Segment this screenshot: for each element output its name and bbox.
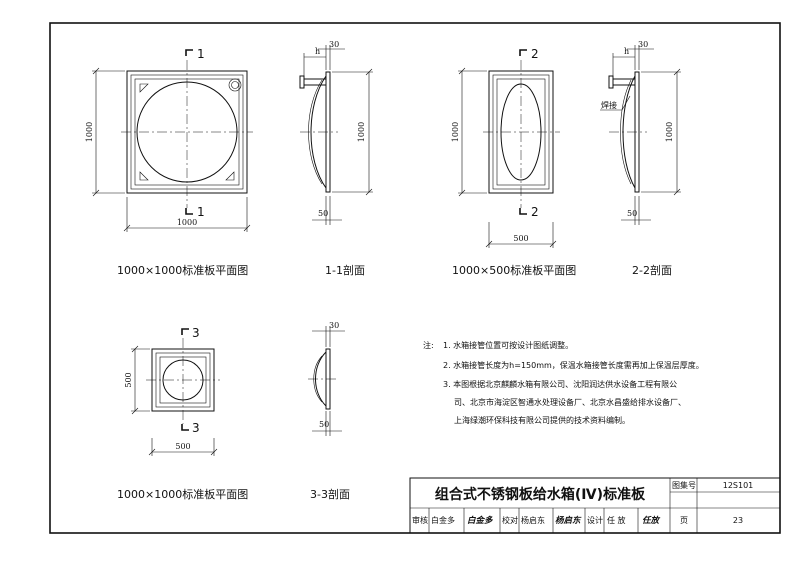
section-mark-3-bottom: 3	[192, 421, 200, 435]
sec1-1000-label: 1000	[357, 122, 366, 142]
plan1-height-label: 1000	[85, 122, 94, 142]
title-block: 组合式不锈钢板给水箱(Ⅳ)标准板 图集号 12S101 审核 白金多 白金多 校…	[409, 477, 781, 534]
plan-1000x1000: 1 1 1000 1000 1000×1000标准板平面图	[85, 47, 253, 277]
note-line-4: 司、北京市海淀区智通水处理设备厂、北京水昌盛给排水设备厂、	[454, 397, 686, 407]
plan2-height-label: 1000	[451, 122, 460, 142]
note-line-2: 2. 水箱接管长度为h=150mm，保温水箱接管长度需再加上保温层厚度。	[443, 360, 704, 370]
check-label: 校对	[502, 515, 518, 525]
sec1-30-label: 30	[329, 40, 339, 49]
plan3-caption: 1000×1000标准板平面图	[117, 487, 248, 501]
sec3-50-label: 50	[319, 420, 329, 429]
sec2-h-label: h	[624, 47, 629, 56]
notes: 注: 1. 水箱接管位置可按设计图纸调整。 2. 水箱接管长度为h=150mm，…	[423, 340, 704, 425]
sec1-caption: 1-1剖面	[325, 263, 365, 277]
check-signature: 杨启东	[555, 515, 582, 526]
sec1-50-label: 50	[318, 209, 328, 218]
section-2-2: h 30 焊接 1000 50 2-2剖面	[600, 40, 681, 277]
plan1-caption: 1000×1000标准板平面图	[117, 263, 248, 277]
atlas-label: 图集号	[672, 480, 696, 490]
section-mark-2-top: 2	[531, 47, 539, 61]
page-label: 页	[680, 516, 688, 525]
section-mark-1-top: 1	[197, 47, 205, 61]
note-line-3: 3. 本图根据北京麒麟水箱有限公司、沈阳润达供水设备工程有限公	[443, 379, 677, 389]
plan1-width-label: 1000	[177, 218, 197, 227]
section-mark-3-top: 3	[192, 326, 200, 340]
notes-title: 注:	[423, 340, 434, 350]
sec3-caption: 3-3剖面	[310, 487, 350, 501]
page-value: 23	[733, 516, 743, 525]
design-label: 设计	[587, 515, 603, 525]
design-signature: 任放	[642, 515, 661, 526]
section-mark-2-bottom: 2	[531, 205, 539, 219]
sec2-weld-label: 焊接	[601, 100, 617, 110]
section-3-3: 30 50 3-3剖面	[308, 321, 350, 501]
sec2-30-label: 30	[638, 40, 648, 49]
plan3-height-label: 500	[124, 372, 133, 387]
atlas-value: 12S101	[723, 481, 754, 490]
plan2-width-label: 500	[513, 234, 528, 243]
note-line-5: 上海绿潮环保科技有限公司提供的技术资料编制。	[454, 415, 630, 425]
sec2-50-label: 50	[627, 209, 637, 218]
section-mark-1-bottom: 1	[197, 205, 205, 219]
sec2-caption: 2-2剖面	[632, 263, 672, 277]
sec2-1000-label: 1000	[665, 122, 674, 142]
review-label: 审核	[412, 515, 428, 525]
section-1-1: h 30 1000 50 1-1剖面	[299, 40, 373, 277]
check-name: 杨启东	[521, 515, 545, 525]
plan-500x500: 3 3 500 500 1000×1000标准板平面图	[117, 326, 248, 501]
review-signature: 白金多	[467, 515, 494, 526]
plan-1000x500: 2 2 1000 500 1000×500标准板平面图	[451, 47, 576, 277]
plan2-caption: 1000×500标准板平面图	[452, 263, 576, 277]
note-line-1: 1. 水箱接管位置可按设计图纸调整。	[443, 340, 573, 350]
review-name: 白金多	[431, 515, 455, 525]
sec1-h-label: h	[315, 47, 320, 56]
sec3-30-label: 30	[329, 321, 339, 330]
drawing-title: 组合式不锈钢板给水箱(Ⅳ)标准板	[435, 486, 646, 503]
plan3-width-label: 500	[175, 442, 190, 451]
sheet-border	[49, 22, 781, 534]
design-name: 任 放	[607, 515, 626, 525]
